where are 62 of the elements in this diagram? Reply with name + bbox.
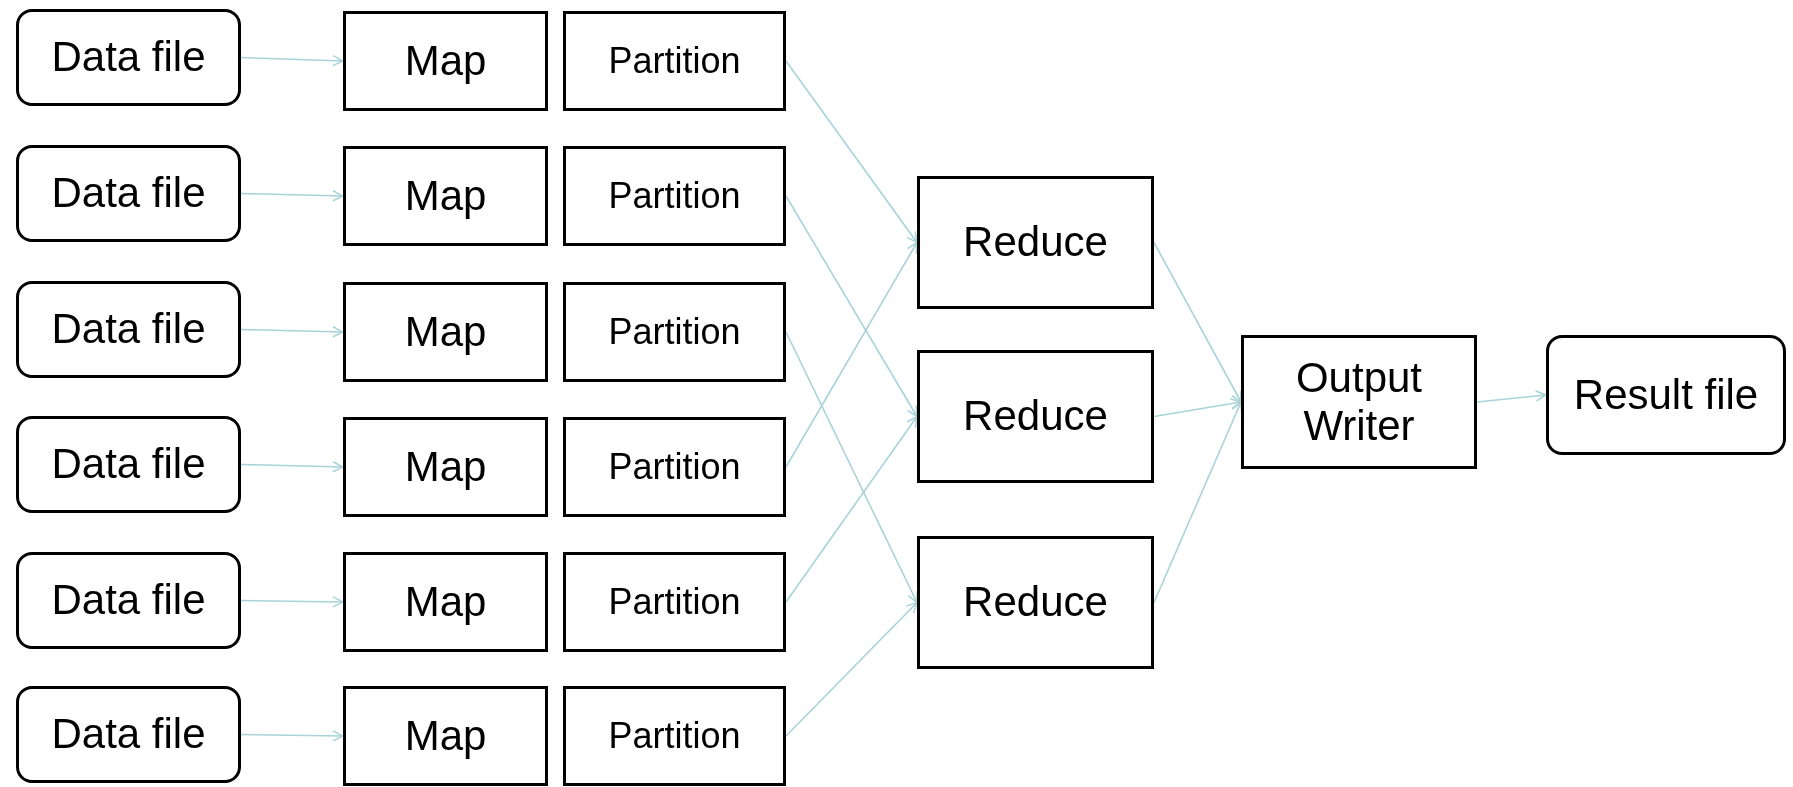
arrow (240, 326, 344, 338)
arrow (785, 331, 918, 604)
node-label: Output Writer (1294, 353, 1424, 451)
node-label: Reduce (962, 218, 1109, 267)
arrow (1153, 401, 1243, 604)
process-box (563, 282, 786, 382)
file-box (16, 416, 241, 513)
file-box (16, 281, 241, 378)
process-box (343, 11, 548, 111)
file-box (1546, 335, 1786, 455)
node-label: Partition (607, 175, 742, 217)
arrow (1153, 241, 1242, 403)
process-box (563, 686, 786, 786)
process-box (343, 282, 548, 382)
process-box (563, 552, 786, 652)
file-box (16, 552, 241, 649)
node-label: Partition (607, 40, 742, 82)
arrow (785, 60, 918, 244)
node-label: Map (403, 307, 488, 357)
arrow (785, 195, 918, 418)
node-label: Data file (50, 305, 207, 354)
node-label: Map (403, 442, 488, 492)
process-box (343, 146, 548, 246)
arrow (785, 415, 918, 603)
process-box (563, 11, 786, 111)
arrow (785, 601, 918, 737)
process-box (917, 176, 1154, 309)
node-label: Data file (50, 33, 207, 82)
process-box (563, 417, 786, 517)
process-box (563, 146, 786, 246)
node-label: Reduce (962, 578, 1109, 627)
node-label: Partition (607, 715, 742, 757)
arrow (1476, 390, 1547, 403)
node-label: Data file (50, 169, 207, 218)
file-box (16, 9, 241, 106)
process-box (917, 350, 1154, 483)
node-label: Data file (50, 440, 207, 489)
node-label: Map (403, 577, 488, 627)
file-box (16, 145, 241, 242)
arrow (1153, 397, 1242, 418)
node-label: Data file (50, 576, 207, 625)
process-box (1241, 335, 1477, 469)
node-label: Data file (50, 710, 207, 759)
node-label: Map (403, 711, 488, 761)
arrow (240, 730, 344, 742)
process-box (343, 552, 548, 652)
process-box (343, 686, 548, 786)
process-box (343, 417, 548, 517)
node-label: Partition (607, 446, 742, 488)
node-label: Partition (607, 581, 742, 623)
node-label: Reduce (962, 392, 1109, 441)
node-label: Partition (607, 311, 742, 353)
arrow (785, 241, 918, 468)
process-box (917, 536, 1154, 669)
arrow (240, 596, 344, 608)
node-label: Map (403, 36, 488, 86)
arrow (240, 54, 344, 67)
arrow (240, 461, 344, 473)
file-box (16, 686, 241, 783)
node-label: Map (403, 171, 488, 221)
arrow (240, 190, 344, 202)
node-label: Result file (1572, 370, 1760, 420)
